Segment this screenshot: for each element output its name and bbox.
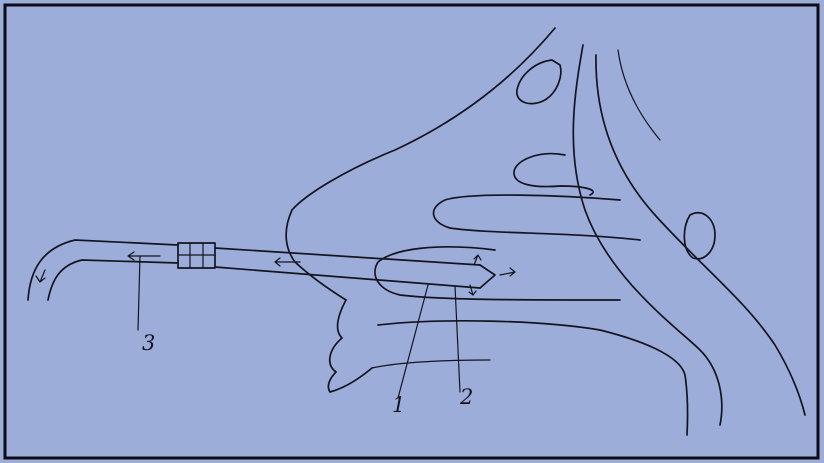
part-1-label: 1 bbox=[392, 393, 405, 417]
part-2-label: 2 bbox=[459, 385, 473, 409]
part-3-label: 3 bbox=[142, 331, 155, 355]
